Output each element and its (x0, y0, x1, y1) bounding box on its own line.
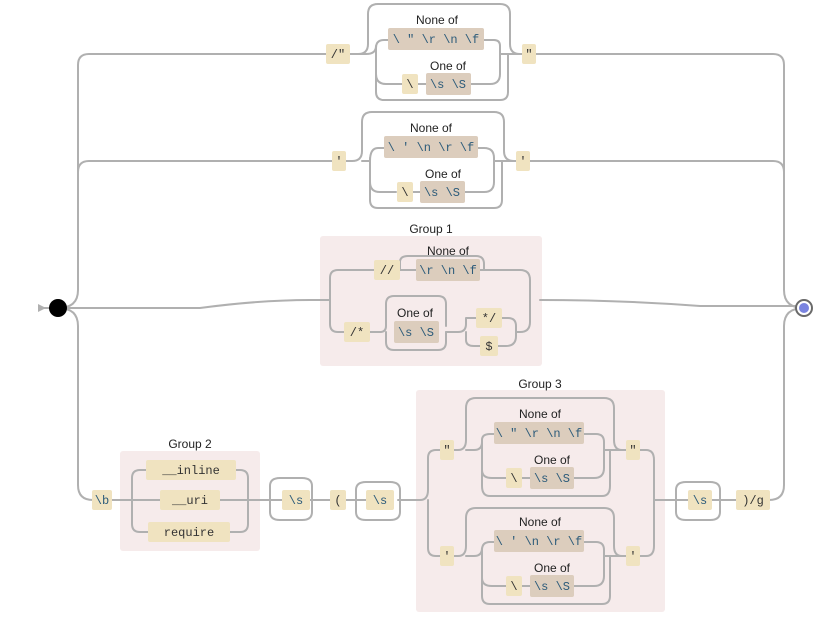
group3-label: Group 3 (518, 377, 562, 391)
group1-block-end-box (476, 308, 502, 328)
group3-sq-escape: \ (510, 580, 517, 594)
branch2-escape: \ (401, 186, 408, 200)
group1-one-of-label: One of (397, 306, 434, 320)
branch2-escape-box (397, 182, 413, 202)
paren-open-box (330, 490, 346, 510)
branch2-close-box (516, 151, 530, 171)
group2-option-inline-box (146, 460, 236, 480)
group3-dq-none-of-items: \ " \r \n \f (496, 427, 582, 441)
branch2-one-of-box (420, 181, 465, 203)
tail: )/g (742, 494, 764, 508)
branch2-none-of-items: \ ' \n \r \f (388, 141, 474, 155)
paren-open: ( (334, 494, 341, 508)
branch1-escape-box (402, 74, 418, 94)
group1-none-of-box (416, 259, 480, 281)
group3-dq-escape: \ (510, 472, 517, 486)
branch2-one-of-items: \s \S (424, 186, 460, 200)
word-boundary-box (92, 490, 112, 510)
ws1: \s (289, 494, 303, 508)
group3-sq-one-of-items: \s \S (534, 580, 570, 594)
group1-label: Group 1 (409, 222, 453, 236)
group1-line-comment: // (380, 264, 394, 278)
group1-end-anchor: $ (485, 340, 492, 354)
ws3-box (688, 490, 712, 510)
group3-dq-none-of-box (494, 422, 584, 444)
branch1-one-of-box (426, 73, 471, 95)
start-arrow-icon (38, 304, 46, 312)
group3-dq-escape-box (506, 468, 522, 488)
end-node-fill (799, 303, 809, 313)
group1-one-of-box (394, 321, 439, 343)
group2-option-require: require (164, 526, 214, 540)
group1-end-anchor-box (480, 336, 498, 356)
group1-one-of-items: \s \S (398, 326, 434, 340)
group3-sq-open-box (440, 546, 454, 566)
group3-sq-escape-box (506, 576, 522, 596)
ws2: \s (373, 494, 387, 508)
branch1-none-of-box (388, 28, 484, 50)
word-boundary: \b (95, 494, 109, 508)
group3-dq-none-of-label: None of (519, 407, 562, 421)
wires (39, 3, 805, 605)
group2-option-uri: __uri (171, 494, 208, 508)
group3-sq-none-of-items: \ ' \n \r \f (496, 535, 582, 549)
branch1-escape: \ (406, 78, 413, 92)
group1-none-of-label: None of (427, 244, 470, 258)
branch1-open: /" (331, 48, 345, 62)
group2-option-uri-box (160, 490, 220, 510)
group3-sq-close-box (626, 546, 640, 566)
group1-block-comment-box (344, 322, 370, 342)
group3-sq-close: ' (629, 550, 636, 564)
group3-sq-none-of-box (494, 530, 584, 552)
group3-dq-one-of-label: One of (534, 453, 571, 467)
branch2-one-of-label: One of (425, 167, 462, 181)
branch1-open-box (326, 44, 350, 64)
branch1-one-of-label: One of (430, 59, 467, 73)
group1-none-of-items: \r \n \f (419, 264, 477, 278)
group3-sq-none-of-label: None of (519, 515, 562, 529)
group3-dq-open-box (440, 440, 454, 460)
group1-line-comment-box (374, 260, 400, 280)
group1-block-comment: /* (350, 326, 364, 340)
group2-label: Group 2 (168, 437, 212, 451)
branch1-close: " (525, 48, 532, 62)
ws3: \s (693, 494, 707, 508)
branch2-open: ' (335, 155, 342, 169)
group3-dq-one-of-box (530, 467, 574, 489)
group-3-box (416, 390, 665, 612)
branch1-close-box (522, 44, 536, 64)
branch1-one-of-items: \s \S (430, 78, 466, 92)
group3-dq-close-box (626, 440, 640, 460)
group2-option-inline: __inline (161, 464, 220, 478)
group2-option-require-box (148, 522, 230, 542)
branch2-close: ' (519, 155, 526, 169)
group3-dq-open: " (443, 444, 450, 458)
ws2-box (366, 490, 394, 510)
branch2-open-box (332, 151, 346, 171)
group3-sq-open: ' (443, 550, 450, 564)
branch1-none-of-items: \ " \r \n \f (393, 33, 479, 47)
branch2-none-of-label: None of (410, 121, 453, 135)
branch2-none-of-box (384, 136, 478, 158)
ws1-box (282, 490, 310, 510)
group1-block-end: */ (482, 312, 496, 326)
branch1-none-of-label: None of (416, 13, 459, 27)
start-node (49, 299, 67, 317)
group3-dq-close: " (629, 444, 636, 458)
group3-sq-one-of-label: One of (534, 561, 571, 575)
group3-sq-one-of-box (530, 575, 574, 597)
group3-dq-one-of-items: \s \S (534, 472, 570, 486)
tail-box (736, 490, 770, 510)
